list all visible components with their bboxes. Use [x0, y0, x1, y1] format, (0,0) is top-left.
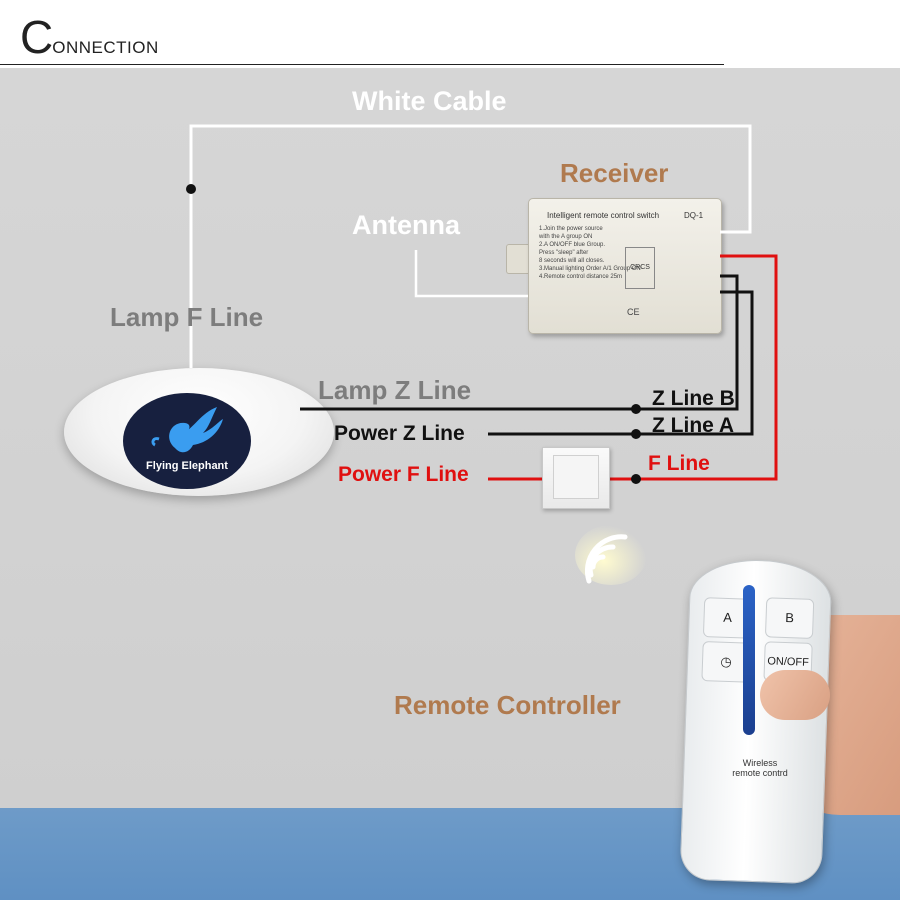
junction-dot: [631, 404, 641, 414]
instruction-line: 3.Manual lighting Order A/1 Group ON: [539, 266, 641, 272]
title-initial: C: [20, 11, 53, 63]
antenna-wire: [414, 250, 528, 298]
receiver-chip: CRCS: [625, 247, 655, 289]
antenna-label: Antenna: [352, 210, 460, 240]
remote-button-b[interactable]: B: [764, 597, 815, 639]
white-cable-label: White Cable: [352, 86, 507, 116]
junction-dot: [631, 429, 641, 439]
page-title: CONNECTION: [20, 10, 159, 64]
power-f-line-label: Power F Line: [338, 463, 469, 486]
remote-controller: A B ◷ ON/OFF: [679, 557, 833, 885]
f-line-label: F Line: [648, 452, 710, 475]
elephant-wing-icon: [151, 407, 223, 453]
brand-name: Flying Elephant: [146, 460, 228, 472]
junction-dot: [186, 184, 196, 194]
receiver-model: DQ-1: [684, 211, 704, 220]
receiver-label: Receiver: [560, 158, 669, 188]
z-line-a-wire: [636, 290, 754, 436]
header-divider: [0, 64, 724, 65]
receiver-device: Intelligent remote control switch DQ-1 1…: [528, 198, 722, 334]
ce-mark: CE: [627, 307, 640, 317]
instruction-line: 1.Join the power source: [539, 226, 603, 232]
instruction-line: 8 seconds will all closes.: [539, 258, 605, 264]
wall-switch-rocker: [553, 455, 599, 499]
remote-controller-label: Remote Controller: [394, 690, 621, 720]
instruction-line: Press "sleep" after: [539, 250, 589, 256]
remote-label-line: remote contrd: [732, 768, 788, 778]
instruction-line: 2.A ON/OFF blue Group.: [539, 242, 606, 248]
wireless-signal-icon: [575, 525, 647, 585]
brand-logo: [123, 393, 251, 489]
z-line-b-wire: [636, 274, 739, 411]
f-line-wire: [636, 254, 778, 481]
thumb: [760, 670, 830, 720]
white-cable-wire: [189, 124, 752, 368]
receiver-mount-tab: [506, 244, 531, 274]
lamp-f-line-label: Lamp F Line: [110, 302, 264, 332]
remote-label-line: Wireless: [742, 758, 778, 768]
receiver-title: Intelligent remote control switch: [547, 211, 660, 220]
instruction-line: 4.Remote control distance 25m: [539, 274, 623, 280]
lamp-z-line-label: Lamp Z Line: [318, 375, 472, 405]
z-line-b-label: Z Line B: [652, 387, 735, 410]
junction-dot: [631, 474, 641, 484]
title-rest: ONNECTION: [52, 38, 159, 57]
instruction-line: with the A group ON: [539, 234, 593, 240]
remote-label: Wireless remote contrd: [720, 758, 800, 778]
z-line-a-label: Z Line A: [652, 414, 735, 437]
power-z-line-label: Power Z Line: [334, 422, 465, 445]
receiver-instructions: 1.Join the power source with the A group…: [539, 225, 641, 281]
remote-indicator-stripe: [743, 585, 755, 735]
